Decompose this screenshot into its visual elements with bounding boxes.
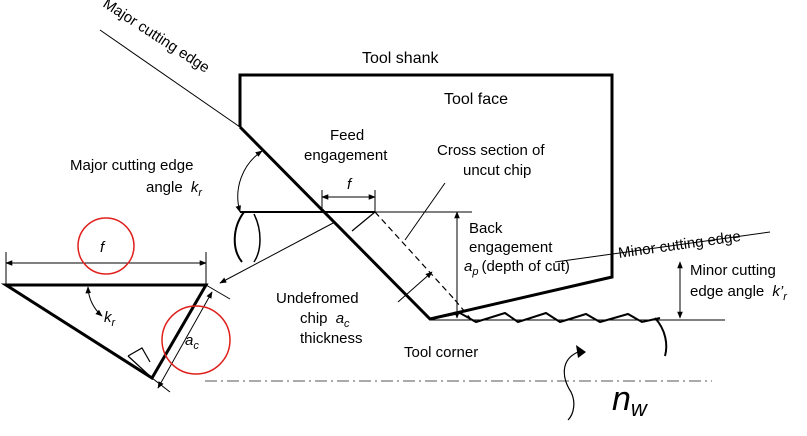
machined-surface-feed-marks bbox=[429, 311, 661, 324]
label-feed-line1: Feed bbox=[330, 127, 364, 144]
label-left-kr: kr bbox=[104, 309, 117, 329]
label-left-ac: ac bbox=[185, 332, 199, 352]
label-back-line1: Back bbox=[469, 220, 503, 237]
left-kr-arc bbox=[85, 286, 103, 317]
label-minor-cutting-edge: Minor cutting edge bbox=[617, 228, 742, 262]
left-ac-ext-bottom bbox=[151, 377, 171, 393]
label-undeformed-line3: thickness bbox=[300, 330, 363, 347]
rotation-symbol bbox=[563, 351, 579, 421]
chip-triangle bbox=[0, 283, 209, 381]
label-undeformed-line2: chip ac bbox=[300, 310, 350, 330]
right-angle-mark bbox=[127, 347, 151, 363]
label-major-angle-line1: Major cutting edge bbox=[70, 157, 193, 174]
major-edge-extension bbox=[99, 29, 241, 128]
label-major-cutting-edge: Major cutting edge bbox=[100, 0, 213, 77]
workpiece-right-edge bbox=[654, 317, 668, 357]
label-nw: nw bbox=[612, 380, 649, 421]
label-minor-angle-line2: edge angle k’r bbox=[690, 283, 788, 303]
left-ac-ext-top bbox=[205, 284, 231, 300]
label-tool-face: Tool face bbox=[444, 91, 508, 108]
rotation-arrowhead bbox=[576, 345, 586, 358]
highlight-circle-ac bbox=[161, 305, 231, 375]
ac-dimension-arrow bbox=[397, 271, 433, 303]
left-ac-dimension bbox=[157, 291, 213, 389]
label-depth-of-cut: ap(depth of cut) bbox=[464, 258, 570, 278]
label-undeformed-line1: Undefromed bbox=[276, 290, 359, 307]
cross-section-leader bbox=[404, 182, 446, 241]
triangle-ac-side bbox=[127, 355, 153, 379]
label-minor-angle-line1: Minor cutting bbox=[690, 262, 776, 279]
label-cross-section-line1: Cross section of bbox=[437, 142, 545, 159]
label-left-f: f bbox=[100, 239, 106, 256]
tool-outline bbox=[238, 73, 614, 321]
highlight-circle-f bbox=[77, 217, 135, 275]
major-angle-arc bbox=[235, 150, 263, 213]
chip-left-perp bbox=[351, 211, 376, 232]
label-feed-line2: engagement bbox=[304, 147, 388, 164]
minor-edge-extension bbox=[554, 231, 771, 263]
label-major-angle-line2: angle kr bbox=[146, 179, 203, 199]
label-tool-shank: Tool shank bbox=[362, 50, 439, 67]
workpiece-left-edge bbox=[233, 211, 245, 263]
label-cross-section-line2: uncut chip bbox=[463, 162, 531, 179]
label-tool-corner: Tool corner bbox=[404, 344, 478, 361]
label-feed-symbol: f bbox=[347, 176, 353, 193]
workpiece-left-edge-2 bbox=[253, 213, 261, 263]
label-back-line2: engagement bbox=[469, 239, 553, 256]
projection-arrow bbox=[219, 221, 336, 284]
